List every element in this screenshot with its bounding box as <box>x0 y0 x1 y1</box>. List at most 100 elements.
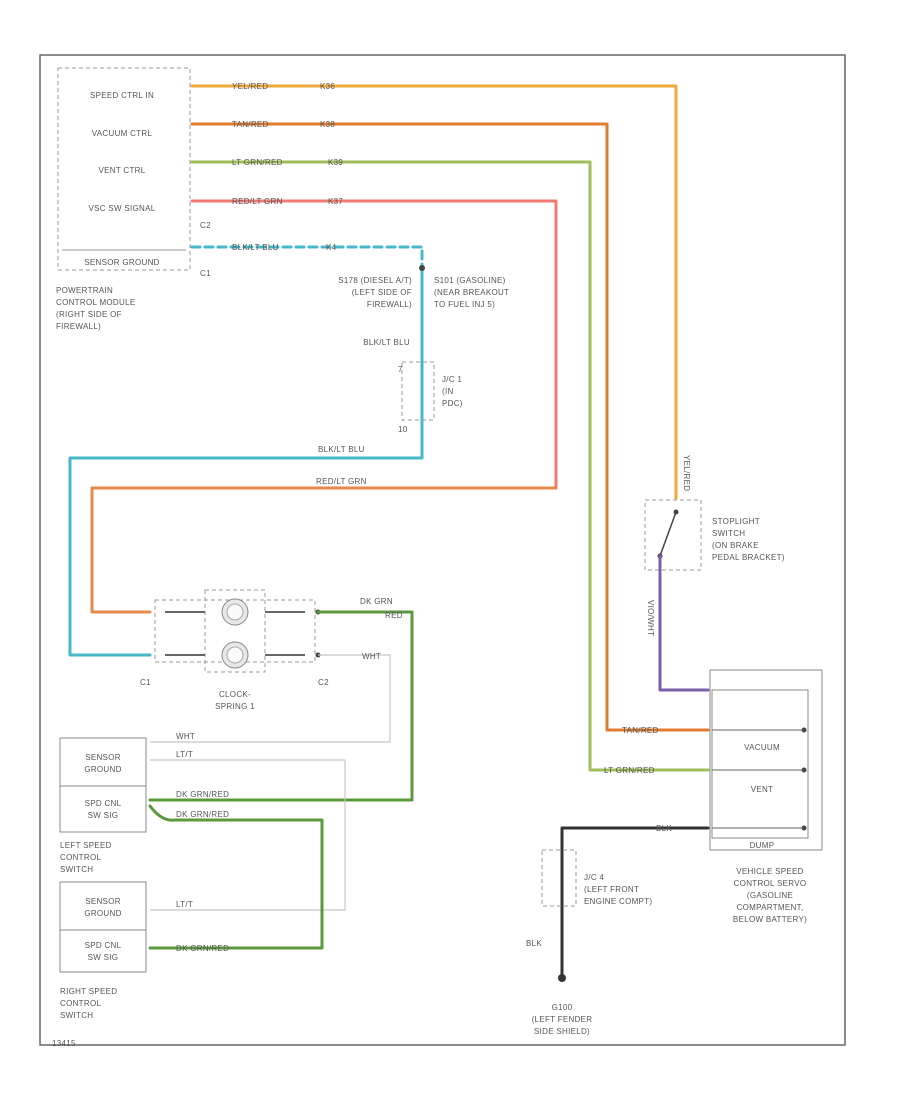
servo-wire-tan-red: TAN/RED <box>622 726 659 735</box>
servo-wire-blk: BLK <box>656 824 672 833</box>
label-tan-red: TAN/RED <box>232 120 269 129</box>
label-k4: K4 <box>326 243 337 252</box>
stoplight-label-2: SWITCH <box>712 529 745 538</box>
jc1-pin-7: 7 <box>398 365 403 374</box>
ground-label-1: G100 <box>552 1003 573 1012</box>
pcm-pin-vacuum-ctrl: VACUUM CTRL <box>92 129 153 138</box>
jc1-pin-10: 10 <box>398 425 408 434</box>
label-vio-wht: VIO/WHT <box>646 600 655 636</box>
right-switch-label-1: RIGHT SPEED <box>60 987 117 996</box>
splice-s178-s101 <box>419 265 425 271</box>
jc1-label-2: (IN <box>442 387 454 396</box>
wire-wht <box>150 654 391 743</box>
right-switch-label-2: CONTROL <box>60 999 101 1008</box>
wire-vio-wht <box>658 554 710 692</box>
pcm-label-4: FIREWALL) <box>56 322 101 331</box>
servo-label-2: CONTROL SERVO <box>734 879 807 888</box>
right-switch-wire-dk-grn-red: DK GRN/RED <box>176 944 229 953</box>
wire-blk <box>560 826 710 980</box>
servo-label-5: BELOW BATTERY) <box>733 915 807 924</box>
jc4-blk: BLK <box>526 939 542 948</box>
label-k36: K36 <box>320 82 335 91</box>
jc1-label-3: PDC) <box>442 399 463 408</box>
label-blk-lt-blu: BLK/LT BLU <box>232 243 279 252</box>
right-switch-text-4: SW SIG <box>88 953 119 962</box>
right-switch-text-2: GROUND <box>84 909 121 918</box>
label-dk-grn: DK GRN <box>360 597 393 606</box>
servo-label-4: COMPARTMENT, <box>737 903 804 912</box>
wire-red-lt-grn-lower <box>90 486 558 614</box>
pcm-label-2: CONTROL MODULE <box>56 298 135 307</box>
powertrain-control-module: SPEED CTRL IN VACUUM CTRL VENT CTRL VSC … <box>56 67 211 331</box>
s101-label-3: TO FUEL INJ 5) <box>434 300 495 309</box>
label-red-lt-grn-horizontal: RED/LT GRN <box>316 477 367 486</box>
label-lt-grn-red: LT GRN/RED <box>232 158 283 167</box>
right-speed-control-switch: SENSOR GROUND SPD CNL SW SIG RIGHT SPEED… <box>59 881 147 1020</box>
stoplight-label-1: STOPLIGHT <box>712 517 760 526</box>
jc4-label-3: ENGINE COMPT) <box>584 897 652 906</box>
right-switch-text-1: SENSOR <box>85 897 121 906</box>
junction-connector-jc1: 7 10 J/C 1 (IN PDC) <box>398 361 463 434</box>
label-yel-red-vertical: YEL/RED <box>682 455 691 491</box>
jc1-label-1: J/C 1 <box>442 375 462 384</box>
wire-blk-lt-blu <box>68 266 424 657</box>
wire-yel-red <box>190 84 678 500</box>
label-k39: K39 <box>328 158 343 167</box>
pcm-connector-c1: C1 <box>200 269 211 278</box>
wire-dk-grn-red <box>148 804 324 950</box>
left-switch-label-2: CONTROL <box>60 853 101 862</box>
left-switch-label-1: LEFT SPEED <box>60 841 112 850</box>
right-switch-text-3: SPD CNL <box>85 941 122 950</box>
clockspring-label-1: CLOCK- <box>219 690 251 699</box>
clockspring-label-2: SPRING 1 <box>215 702 255 711</box>
wire-blk-lt-blu-top <box>190 245 424 270</box>
right-switch-wire-lt-t: LT/T <box>176 900 193 909</box>
ground-label-3: SIDE SHIELD) <box>534 1027 590 1036</box>
wire-tan-red <box>190 122 710 732</box>
label-red-lt-grn: RED/LT GRN <box>232 197 283 206</box>
servo-wire-lt-grn-red: LT GRN/RED <box>604 766 655 775</box>
label-blk-lt-blu-horizontal: BLK/LT BLU <box>318 445 365 454</box>
s178-label-2: (LEFT SIDE OF <box>352 288 412 297</box>
clockspring-conn-c1: C1 <box>140 678 151 687</box>
pcm-pin-vent-ctrl: VENT CTRL <box>98 166 145 175</box>
servo-label-1: VEHICLE SPEED <box>736 867 803 876</box>
servo-dump: DUMP <box>750 841 775 850</box>
ground-label-2: (LEFT FENDER <box>532 1015 593 1024</box>
stoplight-switch: STOPLIGHT SWITCH (ON BRAKE PEDAL BRACKET… <box>644 499 785 571</box>
s178-label-1: S178 (DIESEL A/T) <box>338 276 412 285</box>
label-wht: WHT <box>362 652 381 661</box>
pcm-label-1: POWERTRAIN <box>56 286 113 295</box>
figure-number: 13415 <box>52 1039 76 1048</box>
pcm-connector-c2: C2 <box>200 221 211 230</box>
servo-vacuum: VACUUM <box>744 743 780 752</box>
label-k38: K38 <box>320 120 335 129</box>
left-switch-label-3: SWITCH <box>60 865 93 874</box>
pcm-label-3: (RIGHT SIDE OF <box>56 310 122 319</box>
s101-label-1: S101 (GASOLINE) <box>434 276 506 285</box>
clockspring-conn-c2: C2 <box>318 678 329 687</box>
vehicle-speed-control-servo: VACUUM VENT DUMP VEHICLE SPEED CONTROL S… <box>709 669 823 924</box>
left-speed-control-switch: SENSOR GROUND SPD CNL SW SIG LEFT SPEED … <box>59 737 147 874</box>
left-switch-wire-wht: WHT <box>176 732 195 741</box>
pcm-pin-vsc-sw-signal: VSC SW SIGNAL <box>88 204 155 213</box>
left-switch-wire-dk-grn-red-2: DK GRN/RED <box>176 810 229 819</box>
clockspring: C1 C2 CLOCK- SPRING 1 <box>140 589 329 711</box>
wire-lt-grn-red <box>190 160 710 772</box>
label-yel-red: YEL/RED <box>232 82 268 91</box>
stoplight-label-4: PEDAL BRACKET) <box>712 553 785 562</box>
servo-label-3: (GASOLINE <box>747 891 793 900</box>
label-blk-lt-blu-vertical: BLK/LT BLU <box>363 338 410 347</box>
ground-symbol <box>558 974 566 982</box>
pcm-pin-speed-ctrl-in: SPEED CTRL IN <box>90 91 154 100</box>
label-red: RED <box>385 611 403 620</box>
right-switch-label-3: SWITCH <box>60 1011 93 1020</box>
left-switch-wire-lt-t: LT/T <box>176 750 193 759</box>
wire-red-lt-grn <box>190 199 558 490</box>
s101-label-2: (NEAR BREAKOUT <box>434 288 509 297</box>
wire-lt-t <box>150 759 346 911</box>
servo-vent: VENT <box>751 785 774 794</box>
pcm-pin-sensor-ground: SENSOR GROUND <box>84 258 159 267</box>
junction-connector-jc4: J/C 4 (LEFT FRONT ENGINE COMPT) <box>541 849 652 907</box>
